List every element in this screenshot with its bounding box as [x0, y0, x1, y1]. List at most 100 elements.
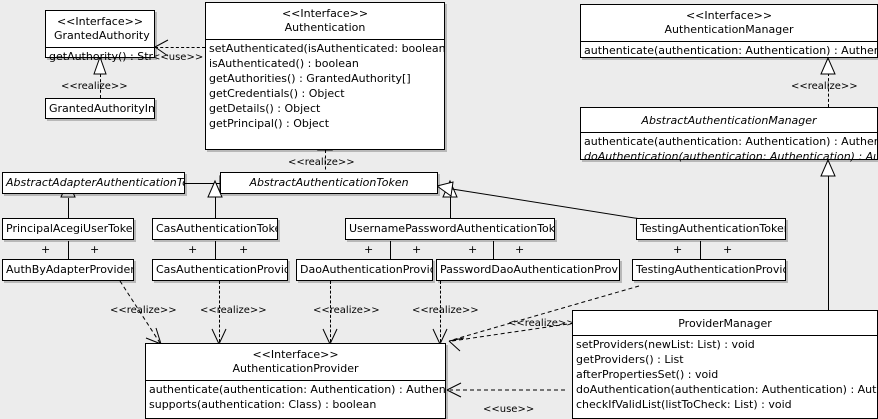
class-box-cas-authentication-token[interactable]: CasAuthenticationToken — [152, 218, 278, 240]
class-header-abstract-authentication-manager: AbstractAuthenticationManager — [581, 108, 877, 132]
class-header-authentication: <<Interface>> Authentication — [206, 3, 444, 39]
class-name-abstract-authentication-manager: AbstractAuthenticationManager — [641, 114, 817, 127]
association-marker-plus: + — [90, 243, 100, 256]
association-marker-plus: + — [412, 243, 422, 256]
methods-abstract-authentication-manager: authenticate(authentication: Authenticat… — [581, 133, 877, 165]
class-name-testing-authentication-provider: TestingAuthenticationProvider — [636, 263, 785, 276]
association-line-principal-authbyadapter — [68, 241, 69, 260]
association-marker-plus: + — [41, 243, 51, 256]
class-header-granted-authority: <<Interface>> GrantedAuthority — [46, 11, 154, 47]
class-box-granted-authority[interactable]: <<Interface>> GrantedAuthority getAuthor… — [45, 10, 155, 63]
use-line-authentication-grantedauthority — [155, 47, 205, 48]
class-box-principal-acegi-user-token[interactable]: PrincipalAcegiUserToken — [2, 218, 134, 240]
relationship-label-realize-passworddao: <<realize>> — [412, 305, 479, 316]
realize-line-passworddaoprovider — [440, 281, 441, 342]
class-box-abstract-authentication-manager[interactable]: AbstractAuthenticationManager authentica… — [580, 107, 878, 163]
class-box-granted-authority-impl[interactable]: GrantedAuthorityImpl — [45, 98, 155, 119]
generalization-line-principalacegiusertoken — [68, 198, 69, 218]
method-item: getDetails() : Object — [209, 102, 321, 115]
stereotype-authentication-manager: <<Interface>> — [685, 9, 773, 22]
relationship-label-realize-authbyadapter: <<realize>> — [110, 305, 177, 316]
class-box-cas-authentication-provider[interactable]: CasAuthenticationProvider — [152, 259, 288, 281]
relationship-label-realize-grantedauthorityimpl: <<realize>> — [61, 81, 128, 92]
method-item: authenticate(authentication: Authenticat… — [584, 135, 877, 148]
method-item: getAuthority() : String — [49, 50, 154, 63]
association-line-cas-casprovider — [215, 241, 216, 260]
class-box-testing-authentication-provider[interactable]: TestingAuthenticationProvider — [632, 259, 786, 281]
class-box-auth-by-adapter-provider[interactable]: AuthByAdapterProvider — [2, 259, 134, 281]
association-marker-plus: + — [673, 243, 683, 256]
class-divider-abstract-authentication-manager — [581, 132, 877, 133]
class-box-authentication-manager[interactable]: <<Interface>> AuthenticationManager auth… — [580, 4, 878, 58]
class-name-abstract-authentication-token: AbstractAuthenticationToken — [249, 176, 409, 189]
class-box-testing-authentication-token[interactable]: TestingAuthenticationToken — [636, 218, 786, 240]
method-item: authenticate(authentication: Authenticat… — [149, 383, 445, 396]
relationship-label-realize-authenticationmanager: <<realize>> — [791, 81, 858, 92]
class-name-granted-authority-impl: GrantedAuthorityImpl — [49, 102, 154, 115]
methods-authentication-manager: authenticate(authentication: Authenticat… — [581, 42, 877, 59]
method-item: authenticate(authentication: Authenticat… — [584, 44, 877, 57]
class-header-authentication-manager: <<Interface>> AuthenticationManager — [581, 5, 877, 41]
class-box-abstract-authentication-token[interactable]: AbstractAuthenticationToken — [220, 172, 438, 194]
association-line-username-daoprovider — [390, 241, 391, 260]
realize-line-casprovider — [219, 281, 220, 342]
method-item: isAuthenticated() : boolean — [209, 57, 359, 70]
realize-line-abstractauthenticationtoken — [325, 150, 326, 175]
method-item: afterPropertiesSet() : void — [576, 368, 719, 381]
association-marker-plus: + — [364, 243, 374, 256]
class-box-provider-manager[interactable]: ProviderManager setProviders(newList: Li… — [572, 310, 878, 419]
realize-line-daoprovider — [330, 281, 331, 342]
association-line-testing-testingprovider — [700, 241, 701, 260]
class-box-username-password-authentication-token[interactable]: UsernamePasswordAuthenticationToken — [345, 218, 555, 240]
class-box-abstract-adapter-authentication-token[interactable]: AbstractAdapterAuthenticationToken — [2, 172, 185, 194]
stereotype-authentication-provider: <<Interface>> — [252, 348, 339, 361]
method-item: setAuthenticated(isAuthenticated: boolea… — [209, 42, 444, 55]
generalization-line-casauthenticationtoken — [215, 196, 216, 218]
method-item: getPrincipal() : Object — [209, 117, 330, 130]
method-item: getAuthorities() : GrantedAuthority[] — [209, 72, 411, 85]
realize-line-grantedauthorityimpl — [100, 74, 101, 98]
class-box-password-dao-authentication-provider[interactable]: PasswordDaoAuthenticationProvider — [436, 259, 620, 281]
class-name-authentication-manager: AuthenticationManager — [664, 23, 794, 36]
method-item: getCredentials() : Object — [209, 87, 345, 100]
association-marker-plus: + — [723, 243, 733, 256]
class-name-authentication-provider: AuthenticationProvider — [232, 362, 359, 375]
relationship-label-realize-dao: <<realize>> — [313, 305, 380, 316]
methods-granted-authority: getAuthority() : String — [46, 48, 154, 65]
relationship-label-use-authentication-grantedauthority: <<use>> — [152, 52, 204, 63]
class-box-dao-authentication-provider[interactable]: DaoAuthenticationProvider — [296, 259, 433, 281]
class-name-username-password-authentication-token: UsernamePasswordAuthenticationToken — [349, 222, 554, 235]
generalization-line-providermanager — [828, 175, 829, 310]
methods-authentication: setAuthenticated(isAuthenticated: boolea… — [206, 40, 444, 132]
association-marker-plus: + — [239, 243, 249, 256]
class-divider-authentication-provider — [146, 380, 445, 381]
class-name-granted-authority: GrantedAuthority — [54, 29, 150, 42]
class-box-authentication[interactable]: <<Interface>> Authentication setAuthenti… — [205, 2, 445, 150]
class-name-authentication: Authentication — [284, 21, 366, 34]
relationship-label-use-providermanager: <<use>> — [483, 404, 535, 415]
realize-line-abstractauthenticationmanager — [828, 73, 829, 107]
method-item: setProviders(newList: List) : void — [576, 338, 755, 351]
class-header-authentication-provider: <<Interface>> AuthenticationProvider — [146, 344, 445, 380]
generalization-line-adaptertoken — [185, 183, 220, 184]
class-name-cas-authentication-token: CasAuthenticationToken — [156, 222, 277, 235]
class-box-authentication-provider[interactable]: <<Interface>> AuthenticationProvider aut… — [145, 343, 446, 419]
method-item: doAuthentication(authentication: Authent… — [576, 383, 877, 396]
class-header-provider-manager: ProviderManager — [573, 311, 877, 335]
relationship-label-realize-abstractauthenticationtoken: <<realize>> — [288, 157, 355, 168]
class-divider-provider-manager — [573, 335, 877, 336]
class-name-dao-authentication-provider: DaoAuthenticationProvider — [300, 263, 432, 276]
generalization-line-usernamepasswordtoken — [450, 196, 451, 218]
methods-provider-manager: setProviders(newList: List) : void getPr… — [573, 336, 877, 413]
association-marker-plus: + — [188, 243, 198, 256]
class-name-password-dao-authentication-provider: PasswordDaoAuthenticationProvider — [440, 263, 619, 276]
relationship-label-realize-cas: <<realize>> — [200, 305, 267, 316]
method-item: checkIfValidList(listToCheck: List) : vo… — [576, 398, 792, 411]
stereotype-granted-authority: <<Interface>> — [56, 15, 144, 28]
method-item-abstract: doAuthentication(authentication: Authent… — [584, 150, 877, 163]
method-item: getProviders() : List — [576, 353, 684, 366]
methods-authentication-provider: authenticate(authentication: Authenticat… — [146, 381, 445, 413]
relationship-label-realize-providermanager: <<realize>> — [508, 318, 575, 329]
class-divider-authentication-manager — [581, 41, 877, 42]
